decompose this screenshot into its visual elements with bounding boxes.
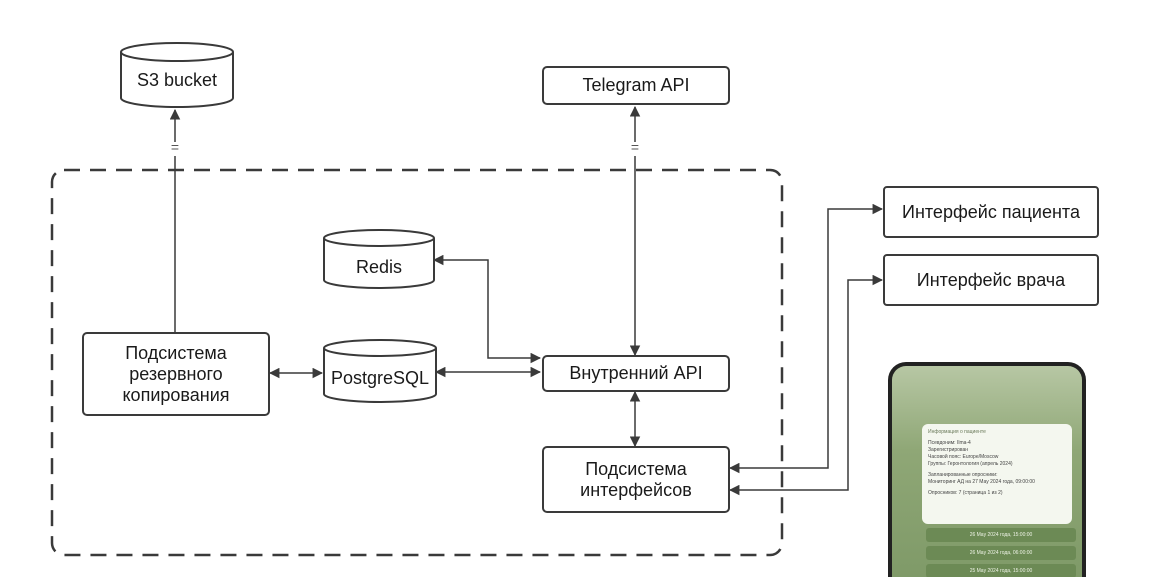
postgres-label: PostgreSQL [330, 368, 430, 388]
patient-info-line: Опросников: 7 (страница 1 из 2) [928, 490, 1003, 496]
s3-cylinder-shape [120, 42, 234, 108]
internal-api-node[interactable]: Внутренний API [542, 355, 730, 392]
backup-subsystem-node[interactable]: Подсистема резервного копирования [82, 332, 270, 416]
doctor-interface-node[interactable]: Интерфейс врача [883, 254, 1099, 306]
phone-screenshot: Информация о пациенте Псевдоним: Ilma-4 … [888, 362, 1086, 577]
patient-info-line: Запланированные опросники: [928, 472, 998, 478]
time-slot-button[interactable]: 26 May 2024 года, 15:00:00 [926, 528, 1076, 542]
patient-info-line: Мониторинг АД на 27 May 2024 года, 09:00… [928, 479, 1035, 485]
backup-label-line-3: копирования [122, 384, 230, 405]
telegram-api-label: Telegram API [582, 75, 690, 95]
interfaces-label-line-2: интерфейсов [580, 479, 692, 500]
telegram-api-node[interactable]: Telegram API [542, 66, 730, 105]
patient-interface-node[interactable]: Интерфейс пациента [883, 186, 1099, 238]
interfaces-patient-line [728, 203, 884, 474]
patient-info-line: Зарегистрирован [928, 447, 969, 453]
telegram-link-marker: = [630, 139, 640, 155]
interfaces-subsystem-node[interactable]: Подсистема интерфейсов [542, 446, 730, 513]
doctor-interface-label: Интерфейс врача [916, 269, 1066, 290]
postgres-node[interactable]: PostgreSQL [324, 340, 436, 402]
patient-info-header: Информация о пациенте [928, 429, 986, 435]
s3-link-marker: = [170, 139, 180, 155]
system-boundary [50, 168, 784, 557]
backup-label-line-1: Подсистема [125, 342, 227, 363]
postgres-cylinder-shape [323, 339, 437, 403]
s3-bucket-label: S3 bucket [136, 70, 218, 90]
patient-info-card: Информация о пациенте Псевдоним: Ilma-4 … [922, 424, 1072, 524]
time-slot-button[interactable]: 25 May 2024 года, 15:00:00 [926, 564, 1076, 577]
redis-node[interactable]: Redis [324, 230, 434, 288]
redis-api-line [432, 254, 542, 364]
backup-label-line-2: резервного [129, 363, 223, 384]
patient-interface-label: Интерфейс пациента [902, 201, 1080, 222]
patient-info-line: Псевдоним: Ilma-4 [928, 440, 971, 446]
internal-api-label: Внутренний API [569, 363, 703, 383]
patient-info-line: Группы: Геронтология (апрель 2024) [928, 461, 1013, 467]
patient-info-line: Часовой пояс: Europe/Moscow [928, 454, 999, 460]
redis-label: Redis [355, 257, 403, 277]
interfaces-doctor-line [728, 274, 884, 496]
redis-cylinder-shape [323, 229, 435, 289]
time-slot-button[interactable]: 26 May 2024 года, 06:00:00 [926, 546, 1076, 560]
s3-bucket-node[interactable]: S3 bucket [121, 44, 233, 108]
interfaces-label-line-1: Подсистема [585, 458, 687, 479]
